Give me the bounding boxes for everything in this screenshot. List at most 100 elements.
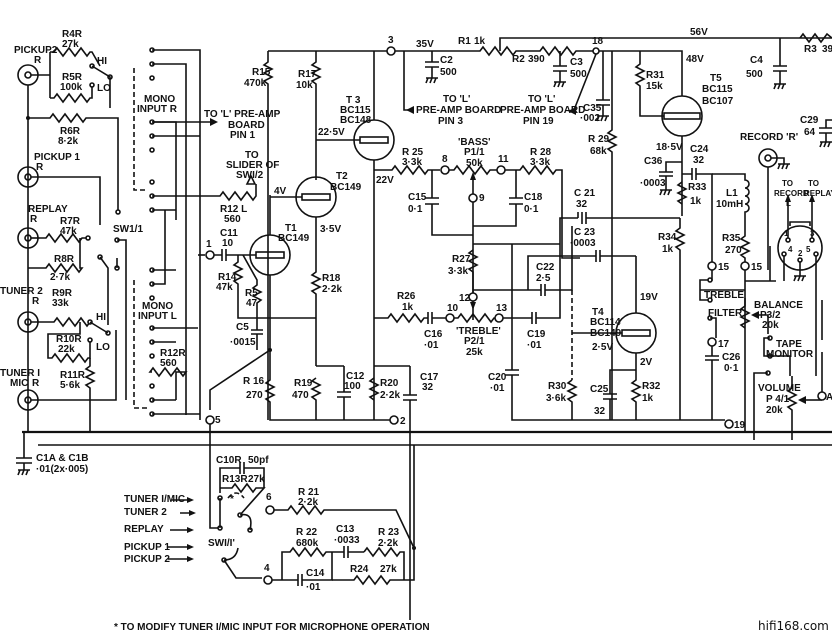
switch-replay[interactable]: [97, 254, 109, 325]
r27-ref: R27: [452, 254, 471, 265]
capacitor-c35: C35 ·002: [580, 51, 610, 124]
switch-hi-lo-tuner2[interactable]: HI: [89, 312, 111, 336]
c21-ref: C 21: [574, 188, 596, 199]
pin-8[interactable]: 8: [440, 154, 450, 175]
jack-pickup2[interactable]: PICKUP2 R: [14, 45, 58, 432]
voltage-t4-base: 2·5V: [592, 342, 613, 353]
r10r-val: 22k: [58, 344, 75, 355]
r29-val: 68k: [590, 146, 607, 157]
pin-13[interactable]: 13: [494, 303, 508, 323]
r3-val: 39: [822, 44, 832, 55]
pin-6[interactable]: 6: [265, 492, 275, 515]
capacitor-c36: C36 ·0003: [640, 156, 682, 196]
footnote: * TO MODIFY TUNER I/MIC INPUT FOR MICROP…: [114, 622, 430, 633]
l1-ref: L1: [726, 188, 738, 199]
r17-val: 10k: [296, 80, 313, 91]
pin-19[interactable]: 19: [724, 419, 746, 431]
din-pin-1: 1: [784, 229, 789, 238]
mono-input-l-switch[interactable]: MONO INPUT L: [133, 179, 216, 417]
pin-12-label: 12: [459, 293, 471, 304]
to-pin1-b: BOARD: [228, 120, 265, 131]
c19-val: ·01: [527, 340, 542, 351]
r26-ref: R26: [397, 291, 416, 302]
resistor-r8r: R8R 2·7k: [28, 238, 84, 283]
t5-ref: T5: [710, 73, 722, 84]
label-replay: REPLAY: [28, 204, 68, 215]
din-socket[interactable]: 1 2 3 4 5: [777, 194, 823, 376]
pin-a[interactable]: A: [817, 300, 832, 403]
t4-type2: BC149: [590, 328, 622, 339]
r24-ref: R24: [350, 564, 369, 575]
c21-val: 32: [576, 199, 588, 210]
resistor-r5r: R5R 100k LO: [50, 72, 111, 104]
switch-tape-monitor[interactable]: TAPE MONITOR: [753, 335, 814, 440]
potentiometer-bass[interactable]: 'BASS' P1/1 50k: [449, 137, 497, 180]
mono-input-r-switch[interactable]: MONO INPUT R: [133, 47, 201, 420]
jack-tuner2[interactable]: TUNER 2 R: [0, 286, 50, 333]
pin-3[interactable]: 3: [386, 35, 396, 56]
balance-ref: P3/2: [760, 310, 781, 321]
pin-10[interactable]: 10: [445, 303, 459, 323]
resistor-r12r: R12R 560: [148, 348, 188, 400]
c36-ref: C36: [644, 156, 663, 167]
resistor-r34: R34 1k: [658, 218, 686, 420]
potentiometer-treble[interactable]: 'TREBLE' P2/1 25k: [454, 302, 501, 358]
r21-ref: R 21: [298, 487, 320, 498]
pin-9[interactable]: 9: [468, 180, 485, 320]
r35-val: 270: [725, 245, 742, 256]
c24-val: 32: [693, 155, 705, 166]
pin-18[interactable]: 18: [573, 36, 604, 111]
c36-val: ·0003: [640, 178, 666, 189]
jack-replay[interactable]: REPLAY R: [17, 204, 68, 249]
record-r-label: RECORD 'R': [740, 132, 798, 143]
pin-5[interactable]: 4: [263, 563, 273, 585]
pin-15-a[interactable]: 15: [707, 240, 730, 273]
r23-val: 2·2k: [378, 538, 398, 549]
resistor-r9r: R9R 33k: [50, 288, 93, 328]
to-pin19-b: PRE-AMP BOARD: [500, 105, 585, 116]
r11r-val: 5·6k: [60, 380, 80, 391]
din-pin-4: 4: [788, 245, 793, 254]
to-pin3-b: PRE-AMP BOARD: [416, 105, 501, 116]
c17-val: 32: [422, 382, 434, 393]
c16-ref: C16: [424, 329, 443, 340]
jack-pickup1[interactable]: PICKUP 1 R: [17, 152, 101, 225]
to-sw-c: SWI/2: [236, 170, 264, 181]
resistor-r10r: LO R10R 22k: [47, 322, 110, 364]
r27-val: 3·3k: [448, 266, 468, 277]
to-record-c: L: [786, 199, 791, 208]
jack-tuner1-mic[interactable]: TUNER I MIC R: [0, 330, 117, 411]
pin-12[interactable]: 12: [459, 292, 478, 304]
pin-15-b[interactable]: 15: [740, 246, 776, 432]
jack-record-r[interactable]: RECORD 'R': [740, 132, 798, 270]
resistor-r3: R3 39: [799, 32, 832, 55]
r2-val: 390: [528, 54, 545, 65]
potentiometer-volume[interactable]: VOLUME P 4/1 20k: [758, 376, 822, 440]
capacitor-c17: C17 32: [403, 366, 439, 620]
r32-val: 1k: [642, 393, 654, 404]
tape-monitor-a: TAPE: [776, 339, 802, 350]
ground-bus: [22, 430, 832, 446]
r34-val: 1k: [662, 244, 674, 255]
potentiometer-balance[interactable]: BALANCE P3/2 20k: [739, 298, 803, 334]
switch-hi-lo-pickup2[interactable]: HI: [89, 56, 113, 108]
pin-4-label: 5: [215, 415, 221, 426]
pin-2[interactable]: 2: [389, 415, 406, 427]
r13r-ref: R13R: [222, 474, 248, 485]
switch-treble-filter[interactable]: TREBLE FILTER: [699, 270, 745, 338]
label-pickup2: PICKUP2: [14, 45, 58, 56]
pin-11[interactable]: 11: [496, 154, 509, 175]
c20-val: ·01: [490, 383, 505, 394]
selector-switch-sw1[interactable]: SW1/1: [113, 224, 143, 400]
inset-switch-sw1[interactable]: * SWI/I': [208, 492, 262, 579]
to-pin3-a: TO 'L': [443, 94, 470, 105]
label-lo-2: LO: [96, 342, 110, 353]
t5-type2: BC107: [702, 96, 734, 107]
pin-1-label: 1: [206, 239, 212, 250]
c29-val: 64: [804, 127, 816, 138]
link-to-l-preamp-pin1: TO 'L' PRE-AMP BOARD PIN 1: [152, 109, 281, 141]
r15-val: 470k: [244, 78, 267, 89]
din-pin-5: 5: [806, 245, 811, 254]
capacitor-c19: C19 ·01: [503, 217, 578, 351]
c17-ref: C17: [420, 372, 439, 383]
